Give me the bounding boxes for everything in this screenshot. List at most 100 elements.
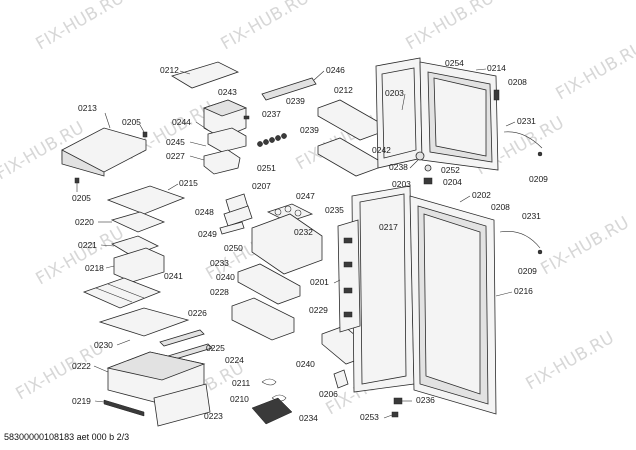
part-0248-part — [223, 205, 253, 227]
part-label: 0223 — [204, 411, 223, 421]
part-0249-part — [219, 221, 245, 235]
part-label: 0229 — [309, 305, 328, 315]
crisper-drawer-top — [106, 351, 206, 381]
screw-0209-part — [537, 151, 543, 157]
part-label: 0227 — [166, 151, 185, 161]
hinge-0236-part — [393, 397, 403, 405]
part-label: 0209 — [529, 174, 548, 184]
part-label: 0217 — [379, 222, 398, 232]
part-label: 0219 — [72, 396, 91, 406]
shelf-frame-part — [110, 211, 166, 233]
part-label: 0241 — [164, 271, 183, 281]
part-label: 0239 — [300, 125, 319, 135]
rack-0241-part — [82, 277, 162, 309]
watermark: FIX-HUB.RU — [538, 213, 633, 279]
parts-layer — [61, 57, 543, 427]
part-label: 0218 — [85, 263, 104, 273]
part-label: 0215 — [179, 178, 198, 188]
part-label: 0212 — [334, 85, 353, 95]
document-footer: 58300000108183 aet 000 b 2/3 — [4, 432, 130, 442]
lamp-housing-part — [207, 127, 247, 153]
part-label: 0232 — [294, 227, 313, 237]
watermark: FIX-HUB.RU — [33, 0, 128, 54]
shelf-column-part — [337, 219, 361, 333]
watermark: FIX-HUB.RU — [523, 328, 618, 394]
hinge-0234-part — [251, 397, 293, 425]
part-label: 0205 — [72, 193, 91, 203]
watermark: FIX-HUB.RU — [403, 0, 498, 54]
part-label: 0228 — [210, 287, 229, 297]
part-label: 0238 — [389, 162, 408, 172]
control-strip-part — [261, 77, 317, 101]
part-label: 0226 — [188, 308, 207, 318]
freezer-door-part — [375, 57, 499, 171]
part-label: 0236 — [416, 395, 435, 405]
part-label: 0208 — [491, 202, 510, 212]
lamp-cover-part — [203, 149, 241, 175]
part-label: 0254 — [445, 58, 464, 68]
freezer-shelf-part — [106, 185, 186, 215]
part-label: 0201 — [310, 277, 329, 287]
handle-0231-bottom — [499, 231, 541, 249]
small-clip-part — [243, 115, 250, 120]
part-label: 0243 — [218, 87, 237, 97]
screw-0209b-part — [537, 249, 543, 255]
freezer-tray-front — [61, 149, 105, 177]
part-label: 0231 — [522, 211, 541, 221]
handle-0231-top — [503, 131, 543, 149]
part-label: 0221 — [78, 240, 97, 250]
control-housing-top — [202, 99, 248, 117]
watermark: FIX-HUB.RU — [218, 0, 313, 54]
part-label: 0208 — [508, 77, 527, 87]
labels-layer: 0212 0246 0243 0239 0237 0212 0213 0205 … — [72, 58, 548, 423]
shelf-0239-part — [317, 137, 379, 177]
shelf-0212-part — [317, 99, 383, 141]
part-label: 0247 — [296, 191, 315, 201]
part-label: 0203 — [385, 88, 404, 98]
part-label: 0202 — [472, 190, 491, 200]
part-label: 0239 — [286, 96, 305, 106]
part-label: 0203 — [392, 179, 411, 189]
rail-0219-part — [103, 399, 145, 417]
part-0204 — [423, 177, 433, 185]
fridge-door-part — [351, 185, 497, 415]
part-label: 0240 — [296, 359, 315, 369]
part-label: 0222 — [72, 361, 91, 371]
part-label: 0250 — [224, 243, 243, 253]
part-label: 0231 — [517, 116, 536, 126]
leader-lines — [76, 68, 516, 419]
cover-plate-part — [171, 61, 240, 89]
part-label: 0246 — [326, 65, 345, 75]
tray-0221-part — [111, 235, 159, 257]
watermark: FIX-HUB.RU — [33, 223, 128, 289]
bottle-holder-part — [251, 213, 323, 275]
part-0238 — [415, 151, 425, 161]
part-0206-part — [333, 369, 349, 389]
part-label: 0209 — [518, 266, 537, 276]
part-label: 0211 — [232, 378, 251, 388]
screw-0205-part — [142, 131, 148, 138]
part-label: 0251 — [257, 163, 276, 173]
hinge-top-part — [493, 89, 500, 101]
door-shelf-0240-part — [231, 297, 295, 341]
rail-0225-part — [159, 329, 205, 347]
part-label: 0214 — [487, 63, 506, 73]
part-label: 0204 — [443, 177, 462, 187]
part-label: 0237 — [262, 109, 281, 119]
part-label: 0212 — [160, 65, 179, 75]
screw-0205b-part — [74, 177, 80, 184]
part-0252 — [424, 164, 432, 172]
thermostat-part — [257, 133, 287, 147]
part-label: 0220 — [75, 217, 94, 227]
part-label: 0234 — [299, 413, 318, 423]
part-label: 0213 — [78, 103, 97, 113]
part-label: 0242 — [372, 145, 391, 155]
part-label: 0244 — [172, 117, 191, 127]
part-label: 0245 — [166, 137, 185, 147]
part-label: 0216 — [514, 286, 533, 296]
part-label: 0249 — [198, 229, 217, 239]
part-label: 0248 — [195, 207, 214, 217]
crisper-cover-part — [153, 383, 211, 427]
glass-shelf-part — [98, 307, 190, 337]
